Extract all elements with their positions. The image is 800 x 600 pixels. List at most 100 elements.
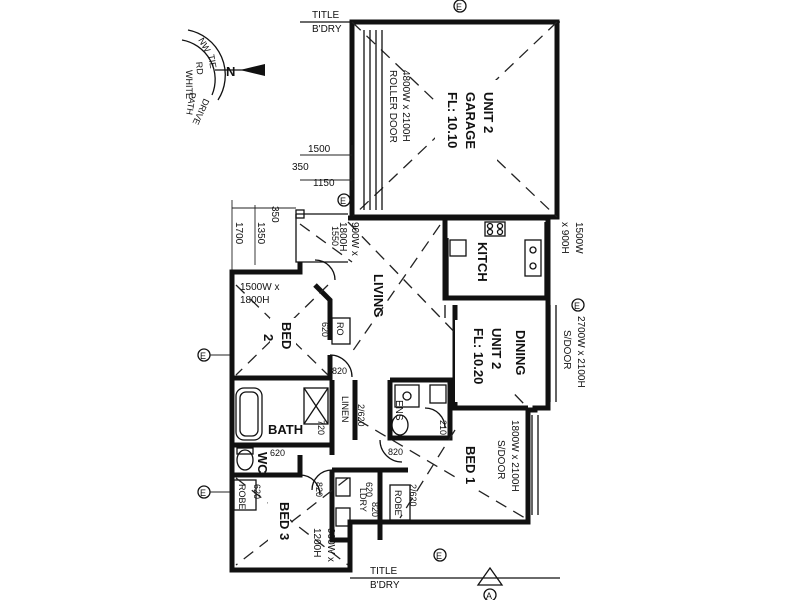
roller-door-size: 4800W x 2100H xyxy=(400,70,411,142)
compass-text-4: WHITE xyxy=(184,70,194,99)
living-label: LIVING xyxy=(371,274,386,317)
roller-door-label: ROLLER DOOR xyxy=(387,70,398,143)
north-arrow-icon xyxy=(240,64,265,76)
bath-label: BATH xyxy=(268,422,303,437)
dining-label: DINING xyxy=(513,330,528,376)
bed2-number: 2 xyxy=(261,334,276,341)
bed1-door-label: S/DOOR xyxy=(495,440,506,479)
unit2-floor-level: FL: 10.20 xyxy=(471,328,486,384)
dim-720: 720 xyxy=(316,420,326,435)
north-label: N xyxy=(226,64,235,79)
dim-820-d: 820 xyxy=(370,502,380,517)
porch-post xyxy=(295,209,305,219)
svg-text:E: E xyxy=(436,551,442,561)
dim-350-b: 350 xyxy=(269,206,280,223)
dim-1700: 1700 xyxy=(233,222,244,245)
elevation-marker-entry xyxy=(337,193,351,207)
door-dimensions: 1550 620 820 2/620 820 720 620 210 820 6… xyxy=(252,226,448,517)
title-bdry-bottom-line2: B'DRY xyxy=(370,580,400,591)
bed1-label: BED 1 xyxy=(463,446,478,484)
svg-text:E: E xyxy=(574,301,580,311)
room-labels: LIVING KITCH UNIT 2 FL: 10.20 DINING BED… xyxy=(237,238,528,556)
dim-620-c: 620 xyxy=(252,484,262,499)
dim-210: 210 xyxy=(438,420,448,435)
wc-label: WC xyxy=(255,452,270,474)
door-swing-ens xyxy=(424,407,446,429)
bed2-robe xyxy=(331,317,351,345)
section-marker-icon xyxy=(476,566,504,586)
living-window-size: 900W x xyxy=(349,222,360,256)
svg-text:E: E xyxy=(340,196,346,206)
dim-1350: 1350 xyxy=(255,222,266,245)
dim-820-c: 820 xyxy=(314,482,324,497)
svg-text:E: E xyxy=(200,488,206,498)
dim-1550: 1550 xyxy=(330,226,340,246)
window-labels: 900W x 1800H 1500W x 1800H 1500W x 900H … xyxy=(240,222,586,562)
kitchen-window-size: 1500W xyxy=(573,222,584,254)
garage: UNIT 2 GARAGE FL: 10.10 4800W x 2100H RO… xyxy=(349,19,560,220)
linen-label: LINEN xyxy=(340,396,350,423)
dim-2-620-a: 2/620 xyxy=(356,404,366,427)
house-walls xyxy=(229,209,551,573)
bed1-door-size: 1800W x 2100H xyxy=(509,420,520,492)
svg-text:E: E xyxy=(456,2,462,12)
garage-label: GARAGE xyxy=(463,92,478,149)
door-swing-bed3 xyxy=(311,469,333,491)
toilet-icon xyxy=(236,449,254,471)
living-window-height: 1800H xyxy=(337,222,348,251)
fixtures xyxy=(235,221,557,527)
title-bdry-top-line1: TITLE xyxy=(312,10,340,21)
dim-2-620-b: 2/620 xyxy=(408,484,418,507)
bed2-window-height: 1800H xyxy=(240,295,269,306)
stove-icon xyxy=(484,221,506,237)
door-swing-hall xyxy=(379,439,403,463)
title-bdry-bottom-line1: TITLE xyxy=(370,566,398,577)
garage-unit-label: UNIT 2 xyxy=(481,92,496,133)
garage-floor-level: FL: 10.10 xyxy=(445,92,460,148)
title-bdry-top-line2: B'DRY xyxy=(312,24,342,35)
elevation-marker-top xyxy=(453,0,467,13)
robe-bed1-label: ROBE xyxy=(393,490,403,516)
unit2-name: UNIT 2 xyxy=(489,328,504,369)
dim-1500: 1500 xyxy=(308,144,331,155)
compass-ring-arc xyxy=(187,29,226,101)
dim-620-d: 620 xyxy=(364,482,374,497)
dining-door-size: 2700W x 2100H xyxy=(575,316,586,388)
bed3-window-size: 900W x xyxy=(325,528,336,562)
dining-door-label: S/DOOR xyxy=(561,330,572,369)
ens-label: ENS xyxy=(393,400,404,421)
compass: N NW TIE RD WHITE PATH DRIVE xyxy=(181,29,265,126)
bathtub-icon xyxy=(235,387,263,441)
kitchen-window-height: x 900H xyxy=(559,222,570,254)
robe-bed3-label: ROBE xyxy=(237,484,247,510)
laundry-tub-icon xyxy=(335,477,351,497)
dim-1150: 1150 xyxy=(313,178,335,189)
kitchen-sink-icon xyxy=(524,239,542,277)
elevation-marker-bottom xyxy=(433,548,447,562)
dimension-lines: 1500 350 1150 350 1700 1350 xyxy=(231,144,353,270)
ensuite-toilet-icon xyxy=(391,414,409,436)
bed3-window-height: 1200H xyxy=(311,528,322,557)
svg-text:E: E xyxy=(200,351,206,361)
dim-820-b: 820 xyxy=(388,447,403,457)
ro-label: RO xyxy=(335,322,345,336)
elevation-marker-right xyxy=(571,298,585,312)
ensuite-basin-icon xyxy=(429,384,447,404)
dim-620-a: 620 xyxy=(320,322,330,337)
bed2-label: BED xyxy=(279,322,294,349)
kitchen-label: KITCH xyxy=(475,242,490,282)
compass-text-1: NW xyxy=(196,36,212,54)
section-marker-label: A xyxy=(486,591,492,600)
title-boundary-top: TITLE B'DRY E xyxy=(300,0,560,35)
fridge-icon xyxy=(449,239,467,257)
bed2-window-size: 1500W x xyxy=(240,282,279,293)
dim-350-a: 350 xyxy=(292,162,309,173)
elevation-markers: E E E E xyxy=(197,193,585,499)
washer-icon xyxy=(335,507,351,527)
door-swing-bed2 xyxy=(329,354,353,378)
compass-text-5: PATH xyxy=(184,92,198,116)
ldry-label: LDRY xyxy=(358,488,368,512)
compass-inner-arc xyxy=(181,39,216,96)
dim-620-b: 620 xyxy=(270,448,285,458)
title-boundary-bottom: TITLE B'DRY E A xyxy=(350,548,560,600)
